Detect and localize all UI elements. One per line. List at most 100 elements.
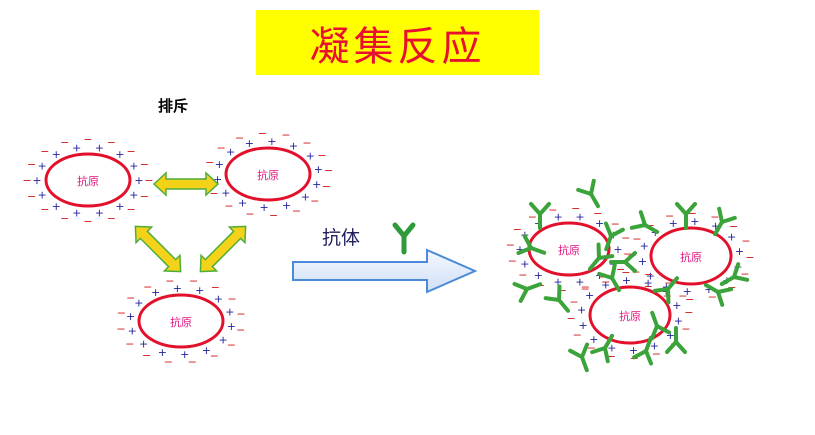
plus-sign: + xyxy=(662,280,671,293)
plus-sign: + xyxy=(72,142,81,155)
charge-signs: ++++++++++++++−−−−−−−−−−−−−−−−++++++++++… xyxy=(22,127,754,369)
reaction-arrow xyxy=(292,248,478,294)
repulsion-arrow-horizontal xyxy=(153,172,219,196)
minus-sign: − xyxy=(224,200,233,213)
minus-sign: − xyxy=(216,142,225,155)
plus-sign: + xyxy=(158,346,167,359)
plus-sign: + xyxy=(213,173,222,186)
plus-sign: + xyxy=(195,284,204,297)
plus-sign: + xyxy=(301,191,310,204)
minus-sign: − xyxy=(310,194,319,207)
minus-sign: − xyxy=(571,202,580,215)
plus-sign: + xyxy=(215,158,224,171)
minus-sign: − xyxy=(324,164,333,177)
agglutinated-cell-2: 抗原 xyxy=(649,226,733,286)
plus-sign: + xyxy=(218,334,227,347)
minus-sign: − xyxy=(236,307,245,320)
plus-sign: + xyxy=(650,340,659,353)
plus-sign: + xyxy=(727,230,736,243)
minus-sign: − xyxy=(581,281,590,294)
plus-sign: + xyxy=(534,269,543,282)
antigen-label: 抗原 xyxy=(170,315,192,329)
minus-sign: − xyxy=(621,232,630,245)
plus-sign: + xyxy=(607,342,616,355)
minus-sign: − xyxy=(518,269,527,282)
minus-sign: − xyxy=(205,156,214,169)
minus-sign: − xyxy=(506,238,515,251)
plus-sign: + xyxy=(711,220,720,233)
minus-sign: − xyxy=(281,129,290,142)
plus-sign: + xyxy=(52,200,61,213)
plus-sign: + xyxy=(289,139,298,152)
plus-sign: + xyxy=(640,240,649,253)
minus-sign: − xyxy=(227,293,236,306)
plus-sign: + xyxy=(575,275,584,288)
plus-sign: + xyxy=(129,160,138,173)
minus-sign: − xyxy=(508,254,517,267)
minus-sign: − xyxy=(664,276,673,289)
antibody-icon xyxy=(392,222,416,255)
minus-sign: − xyxy=(644,268,653,281)
minus-sign: − xyxy=(685,293,694,306)
antigen-label: 抗原 xyxy=(619,309,641,323)
plus-sign: + xyxy=(622,274,631,287)
plus-sign: + xyxy=(52,148,61,161)
minus-sign: − xyxy=(125,338,134,351)
minus-sign: − xyxy=(210,350,219,363)
plus-sign: + xyxy=(674,314,683,327)
plus-sign: + xyxy=(672,299,681,312)
minus-sign: − xyxy=(60,136,69,149)
title-banner: 凝集反应 xyxy=(256,10,539,75)
minus-sign: − xyxy=(126,145,135,158)
minus-sign: − xyxy=(528,211,537,224)
plus-sign: + xyxy=(139,338,148,351)
plus-sign: + xyxy=(238,197,247,210)
plus-sign: + xyxy=(595,217,604,230)
plus-sign: + xyxy=(585,289,594,302)
plus-sign: + xyxy=(515,243,524,256)
minus-sign: − xyxy=(269,209,278,222)
plus-sign: + xyxy=(245,137,254,150)
plus-sign: + xyxy=(306,149,315,162)
minus-sign: − xyxy=(684,306,693,319)
minus-sign: − xyxy=(678,290,687,303)
minus-sign: − xyxy=(116,323,125,336)
minus-sign: − xyxy=(601,275,610,288)
plus-sign: + xyxy=(226,145,235,158)
agglutinated-cell-3: 抗原 xyxy=(588,285,672,345)
minus-sign: − xyxy=(126,203,135,216)
plus-sign: + xyxy=(115,200,124,213)
minus-sign: − xyxy=(211,281,220,294)
minus-sign: − xyxy=(83,215,92,228)
plus-sign: + xyxy=(666,329,675,342)
minus-sign: − xyxy=(729,220,738,233)
minus-sign: − xyxy=(616,263,625,276)
minus-sign: − xyxy=(665,210,674,223)
minus-sign: − xyxy=(22,174,31,187)
plus-sign: + xyxy=(129,188,138,201)
minus-sign: − xyxy=(587,342,596,355)
antigen-cell-1: 抗原 xyxy=(44,152,132,208)
plus-sign: + xyxy=(37,188,46,201)
plus-sign: + xyxy=(704,283,713,296)
repulsion-arrow-left-diagonal xyxy=(126,217,190,281)
minus-sign: − xyxy=(569,295,578,308)
plus-sign: + xyxy=(214,293,223,306)
plus-sign: + xyxy=(259,201,268,214)
minus-sign: − xyxy=(165,275,174,288)
minus-sign: − xyxy=(741,234,750,247)
minus-sign: − xyxy=(652,348,661,361)
minus-sign: − xyxy=(117,307,126,320)
plus-sign: + xyxy=(173,282,182,295)
plus-sign: + xyxy=(575,211,584,224)
minus-sign: − xyxy=(302,136,311,149)
minus-sign: − xyxy=(740,267,749,280)
plus-sign: + xyxy=(312,178,321,191)
minus-sign: − xyxy=(40,145,49,158)
repulsion-label: 排斥 xyxy=(158,97,188,115)
plus-sign: + xyxy=(643,276,652,289)
minus-sign: − xyxy=(140,158,149,171)
minus-sign: − xyxy=(60,212,69,225)
plus-sign: + xyxy=(202,344,211,357)
plus-sign: + xyxy=(554,211,563,224)
